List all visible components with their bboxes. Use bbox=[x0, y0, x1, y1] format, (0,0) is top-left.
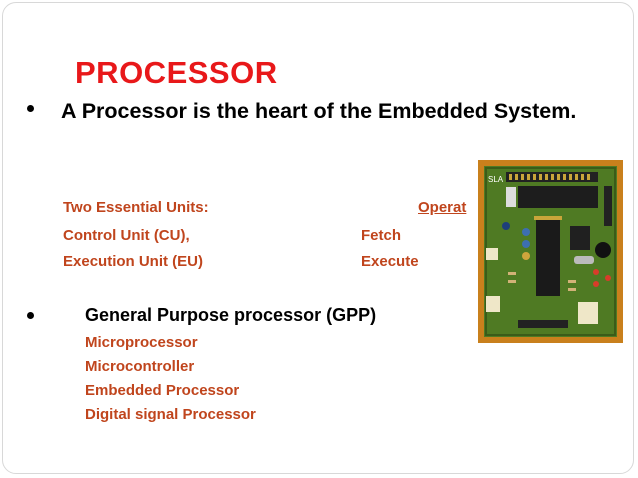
slide-title: PROCESSOR bbox=[75, 55, 278, 90]
bullet-icon bbox=[27, 105, 34, 112]
bullet-icon bbox=[27, 312, 34, 319]
list-item: Digital signal Processor bbox=[85, 406, 256, 423]
unit-cu: Control Unit (CU), bbox=[63, 227, 190, 244]
board-label: SLA bbox=[488, 175, 504, 184]
list-item: Embedded Processor bbox=[85, 382, 240, 399]
bullet-gpp-text: General Purpose processor (GPP) bbox=[85, 305, 377, 325]
gpp-list: Microprocessor Microcontroller Embedded … bbox=[85, 333, 256, 429]
unit-eu: Execution Unit (EU) bbox=[63, 253, 204, 270]
operation-execute: Execute bbox=[361, 253, 419, 270]
bullet-heart-text: A Processor is the heart of the Embedded… bbox=[61, 99, 577, 123]
slide: PROCESSOR A Processor is the heart of th… bbox=[2, 2, 634, 474]
list-item: Microcontroller bbox=[85, 358, 195, 375]
list-item: Microprocessor bbox=[85, 334, 198, 351]
microcontroller-board-photo: SLA bbox=[478, 160, 623, 343]
units-heading: Two Essential Units: bbox=[63, 199, 209, 216]
operation-fetch: Fetch bbox=[361, 227, 402, 244]
operations-heading[interactable]: Operat bbox=[418, 199, 467, 216]
